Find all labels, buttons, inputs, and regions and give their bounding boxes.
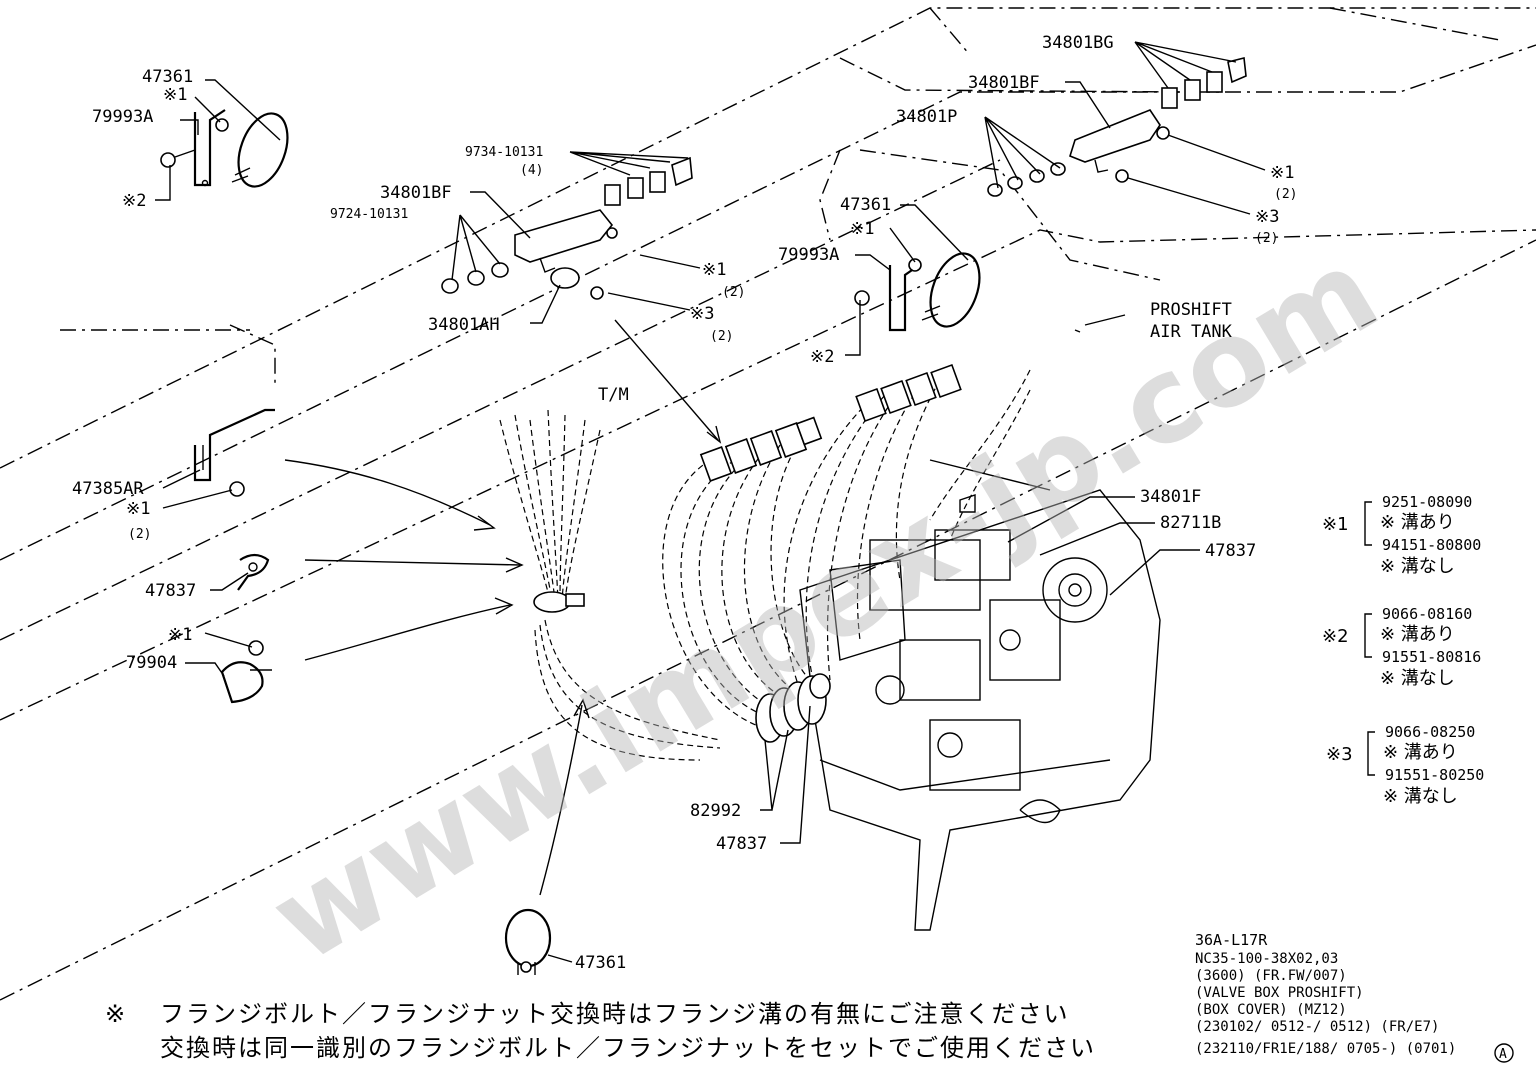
clamp-assembly-top-left bbox=[160, 109, 289, 188]
label-k3-right-qty: (2) bbox=[1255, 231, 1278, 246]
label-k3-center-qty: (2) bbox=[710, 329, 733, 344]
label-k2-middle: ※2 bbox=[810, 347, 834, 367]
ref-line-7: (232110/FR1E/188/ 0705-) (0701) bbox=[1195, 1041, 1456, 1057]
legend-2-note-a: ※ 溝あり bbox=[1380, 624, 1455, 645]
note-line-1: フランジボルト／フランジナット交換時はフランジ溝の有無にご注意ください bbox=[160, 1000, 1070, 1028]
legend-3-part-b[interactable]: 91551-80250 bbox=[1385, 766, 1484, 784]
legend-1-part-a[interactable]: 9251-08090 bbox=[1382, 493, 1472, 511]
ref-line-2: NC35-100-38X02,03 bbox=[1195, 951, 1338, 967]
label-9724-10131[interactable]: 9724-10131 bbox=[330, 207, 408, 222]
label-34801f[interactable]: 34801F bbox=[1140, 487, 1201, 507]
legend-1-part-b[interactable]: 94151-80800 bbox=[1382, 536, 1481, 554]
ref-line-5: (BOX COVER) (MZ12) bbox=[1195, 1002, 1347, 1018]
legend-2-note-b: ※ 溝なし bbox=[1380, 668, 1455, 689]
legend-1-note-a: ※ 溝あり bbox=[1380, 512, 1455, 533]
legend-mark-2: ※2 bbox=[1322, 626, 1349, 647]
arrows bbox=[284, 314, 1126, 896]
legend-mark-3: ※3 bbox=[1326, 744, 1353, 765]
legend-1-note-b: ※ 溝なし bbox=[1380, 556, 1455, 577]
label-79993a-top-left[interactable]: 79993A bbox=[92, 107, 153, 127]
label-34801ah[interactable]: 34801AH bbox=[428, 315, 500, 335]
label-47361-middle[interactable]: 47361 bbox=[840, 195, 891, 215]
clamp-assembly-middle bbox=[854, 252, 981, 332]
label-9734-qty: (4) bbox=[520, 163, 543, 178]
legend-2-part-b[interactable]: 91551-80816 bbox=[1382, 648, 1481, 666]
ref-line-1: 36A-L17R bbox=[1195, 931, 1268, 949]
transmission-body bbox=[799, 459, 1161, 931]
label-k2-top-left: ※2 bbox=[122, 191, 146, 211]
legend-3-part-a[interactable]: 9066-08250 bbox=[1385, 723, 1475, 741]
label-k1-middle: ※1 bbox=[850, 219, 874, 239]
label-proshift: PROSHIFT bbox=[1150, 300, 1232, 320]
label-47361-bottom[interactable]: 47361 bbox=[575, 953, 626, 973]
frame-outline bbox=[0, 7, 1536, 1001]
label-k3-right: ※3 bbox=[1255, 207, 1279, 227]
legend-3-note-b: ※ 溝なし bbox=[1383, 786, 1458, 807]
ref-line-3: (3600) (FR.FW/007) bbox=[1195, 968, 1347, 984]
label-79993a-middle[interactable]: 79993A bbox=[778, 245, 839, 265]
ref-circle-label: A bbox=[1499, 1047, 1507, 1062]
label-k1-left-qty: (2) bbox=[128, 527, 151, 542]
bellows-grommet bbox=[755, 673, 831, 743]
hose-bundle bbox=[499, 369, 1031, 761]
label-82992[interactable]: 82992 bbox=[690, 801, 741, 821]
label-air-tank: AIR TANK bbox=[1150, 322, 1233, 342]
label-k1-top-left: ※1 bbox=[163, 85, 187, 105]
label-47837-left[interactable]: 47837 bbox=[145, 581, 196, 601]
label-47361-top-left[interactable]: 47361 bbox=[142, 67, 193, 87]
ref-circle bbox=[1494, 1043, 1514, 1063]
leader-lines bbox=[155, 41, 1266, 963]
label-k1-right-qty: (2) bbox=[1274, 187, 1297, 202]
label-82711b[interactable]: 82711B bbox=[1160, 513, 1221, 533]
label-47385ar[interactable]: 47385AR bbox=[72, 479, 144, 499]
label-79904[interactable]: 79904 bbox=[126, 653, 177, 673]
clip-47837 bbox=[237, 553, 270, 591]
bottom-notes: ※ フランジボルト／フランジナット交換時はフランジ溝の有無にご注意ください 交換… bbox=[105, 1000, 1096, 1062]
legend-mark-1: ※1 bbox=[1322, 514, 1349, 535]
label-k1-right: ※1 bbox=[1270, 163, 1294, 183]
label-k1-center-qty: (2) bbox=[722, 285, 745, 300]
label-tm: T/M bbox=[598, 385, 629, 405]
label-47837-right[interactable]: 47837 bbox=[1205, 541, 1256, 561]
part-labels: 47361 ※1 79993A ※2 9734-10131 (4) 34801B… bbox=[72, 33, 1297, 973]
label-34801bf-right[interactable]: 34801BF bbox=[968, 73, 1040, 93]
label-9734-10131[interactable]: 9734-10131 bbox=[465, 145, 543, 160]
label-47837-bottom[interactable]: 47837 bbox=[716, 834, 767, 854]
label-34801bf-left[interactable]: 34801BF bbox=[380, 183, 452, 203]
legend: ※1 9251-08090 ※ 溝あり 94151-80800 ※ 溝なし ※2… bbox=[1322, 493, 1484, 807]
ref-line-4: (VALVE BOX PROSHIFT) bbox=[1195, 985, 1364, 1001]
legend-3-note-a: ※ 溝あり bbox=[1383, 742, 1458, 763]
manifold-top-right bbox=[987, 57, 1247, 197]
legend-2-part-a[interactable]: 9066-08160 bbox=[1382, 605, 1472, 623]
manifold-top-left bbox=[441, 156, 693, 300]
note-line-2: 交換時は同一識別のフランジボルト／フランジナットをセットでご使用ください bbox=[160, 1034, 1096, 1062]
label-k1-center: ※1 bbox=[702, 260, 726, 280]
fitting-row-right bbox=[855, 363, 962, 423]
note-mark: ※ bbox=[105, 1000, 127, 1028]
clamp-47361-bottom bbox=[504, 908, 552, 975]
fittings-group bbox=[533, 363, 962, 743]
label-34801bg[interactable]: 34801BG bbox=[1042, 33, 1114, 53]
label-34801p[interactable]: 34801P bbox=[896, 107, 957, 127]
label-k3-center: ※3 bbox=[690, 304, 714, 324]
fitting-row-left bbox=[699, 416, 823, 482]
clamp-79904 bbox=[220, 640, 272, 704]
clamp-on-bundle bbox=[533, 591, 585, 613]
label-k1-left: ※1 bbox=[126, 499, 150, 519]
ref-line-6: (230102/ 0512-/ 0512) (FR/E7) bbox=[1195, 1019, 1439, 1035]
legend-brackets bbox=[1364, 501, 1375, 776]
label-k1-left2: ※1 bbox=[168, 625, 192, 645]
bracket-47385ar bbox=[193, 408, 275, 497]
reference-block: 36A-L17R NC35-100-38X02,03 (3600) (FR.FW… bbox=[1195, 931, 1514, 1063]
